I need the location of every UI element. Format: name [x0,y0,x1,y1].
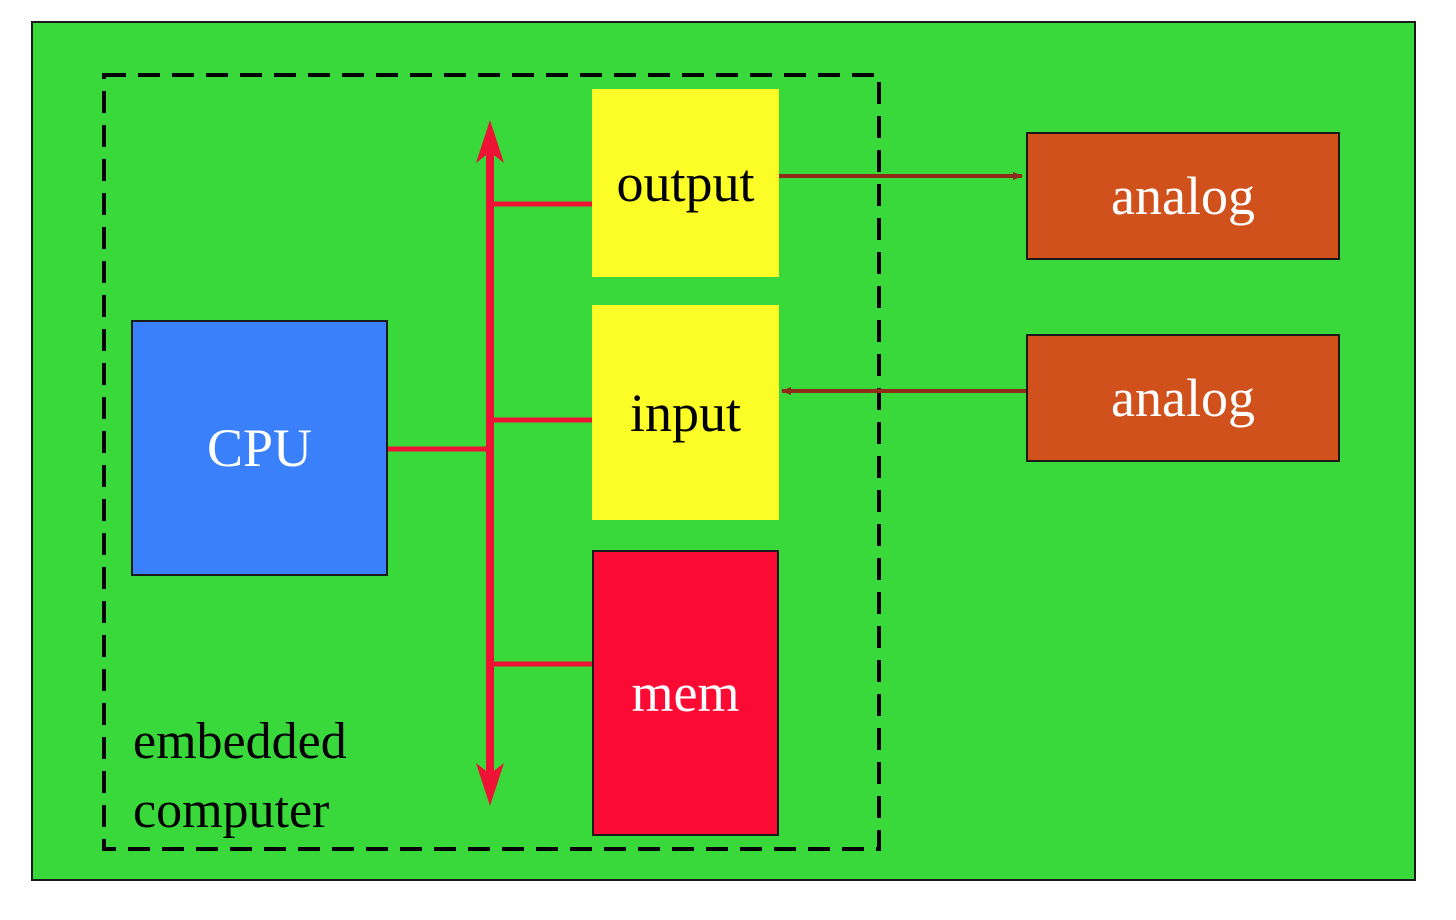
analog-output-label: analog [1111,166,1255,226]
memory-block: mem [592,550,779,836]
cpu-block: CPU [131,320,388,576]
analog-input-block: analog [1026,334,1340,462]
cpu-label: CPU [206,418,313,478]
input-label: input [629,382,741,443]
output-block: output [592,89,779,277]
input-block: input [592,305,779,520]
embedded-computer-label-line2: computer [133,781,330,839]
embedded-computer-label-line1: embedded [133,713,347,770]
embedded-computer-label: embedded computer [133,708,347,845]
analog-output-block: analog [1026,132,1340,260]
mem-label: mem [631,663,740,723]
analog-input-label: analog [1111,368,1255,428]
output-label: output [616,153,755,213]
